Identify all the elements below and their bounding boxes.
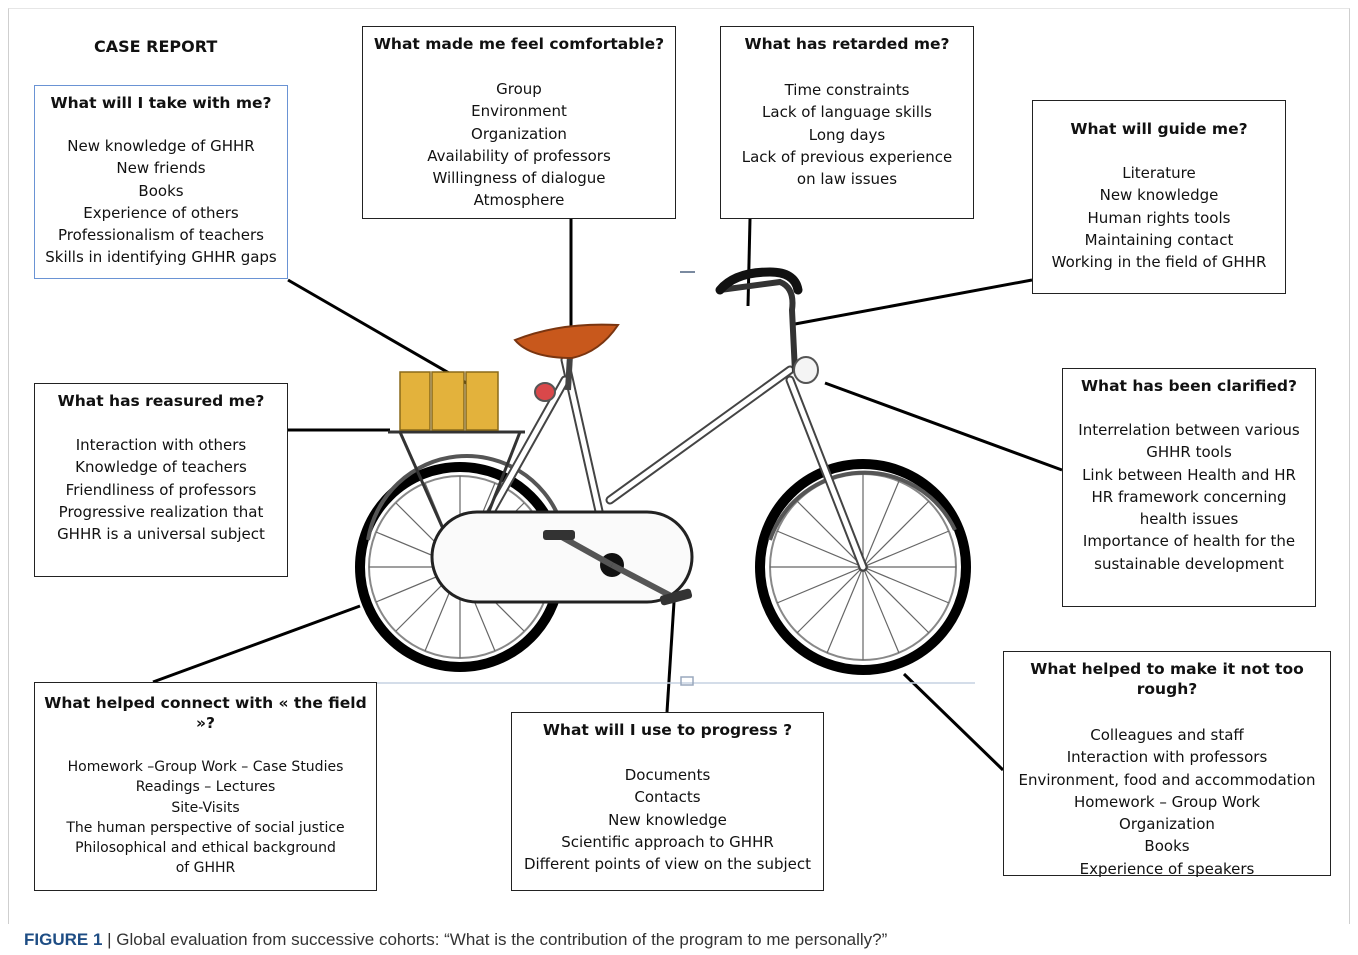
list-item: Books [1144, 837, 1190, 856]
list-item: Colleagues and staff [1090, 726, 1244, 744]
list-item: Readings – Lectures [135, 779, 276, 796]
list-item: Site-Visits [171, 799, 240, 816]
list-item: Long days [808, 125, 886, 144]
report-title: CASE REPORT [94, 37, 218, 56]
list-item: Literature [1122, 164, 1196, 182]
list-item: Willingness of dialogue [432, 169, 606, 188]
list-item: Lack of previous experience [741, 147, 953, 166]
box-retarded: What has retarded me? Time constraints L… [720, 26, 974, 219]
list-item: Progressive realization that [58, 502, 264, 521]
connector-rough [902, 672, 1005, 772]
crank-arm [558, 533, 614, 568]
box-heading: What has retarded me? [744, 35, 950, 53]
list-item: Knowledge of teachers [75, 458, 247, 477]
list-item: Importance of health for the [1082, 532, 1296, 551]
list-item: The human perspective of social justice [66, 819, 345, 836]
list-item: Availability of professors [427, 146, 611, 165]
list-item: Human rights tools [1087, 208, 1231, 227]
box-progress: What will I use to progress ? Documents … [511, 712, 824, 891]
list-item: health issues [1139, 510, 1239, 529]
connector-retarded [746, 218, 752, 307]
pedal-left-icon [543, 530, 575, 540]
list-item: Homework – Group Work [1073, 792, 1261, 811]
handlebar-grip [715, 267, 803, 295]
box-comfortable: What made me feel comfortable? Group Env… [362, 26, 676, 219]
connector-progress [665, 601, 676, 713]
list-item: New knowledge [608, 810, 727, 829]
box-heading: What will I take with me? [50, 94, 272, 112]
box-heading: What helped connect with « the field »? [44, 694, 367, 732]
figure-caption: FIGURE 1 | Global evaluation from succes… [24, 930, 887, 950]
pedal-right-icon [659, 588, 693, 606]
box-heading: What will I use to progress ? [542, 721, 793, 739]
box-guide: What will guide me? Literature New knowl… [1032, 100, 1286, 294]
box-rough: What helped to make it not too rough? Co… [1003, 651, 1331, 878]
list-item: Books [138, 181, 184, 200]
box-heading: What has been clarified? [1080, 377, 1298, 395]
list-item: Interrelation between various [1078, 421, 1300, 439]
list-item: Link between Health and HR [1082, 465, 1296, 484]
list-item: Interaction with others [75, 436, 247, 454]
list-item: Environment, food and accommodation [1018, 770, 1316, 789]
connector-lines [152, 218, 1063, 772]
list-item: HR framework concerning [1091, 487, 1287, 506]
list-item: Lack of language skills [762, 103, 932, 122]
list-item: Professionalism of teachers [57, 226, 264, 245]
list-item: Different points of view on the subject [523, 855, 812, 874]
box-heading: What will guide me? [1070, 120, 1248, 138]
rear-fender [366, 454, 562, 541]
list-item: Philosophical and ethical background [75, 840, 336, 857]
box-heading: What has reasured me? [57, 392, 265, 410]
connector-guide [794, 278, 1033, 326]
list-item: Contacts [634, 788, 701, 807]
box-heading: What made me feel comfortable? [373, 35, 665, 53]
list-item: Organization [471, 124, 567, 143]
saddle-icon [513, 323, 620, 360]
list-item: New knowledge [1099, 186, 1219, 205]
list-item: of GHHR [175, 860, 236, 877]
chain-guard [430, 510, 694, 604]
list-item: Skills in identifying GHHR gaps [45, 248, 277, 267]
list-item: GHHR tools [1146, 443, 1232, 462]
list-item: Environment [471, 102, 567, 121]
connector-connect [152, 604, 361, 684]
mark-bottom [680, 676, 694, 686]
list-item: Experience of speakers [1079, 859, 1255, 878]
list-item: Friendliness of professors [65, 480, 257, 499]
list-item: GHHR is a universal subject [57, 525, 265, 544]
list-item: Experience of others [83, 203, 239, 222]
headlight-icon [793, 356, 819, 384]
list-item: Atmosphere [473, 191, 565, 210]
list-item: Scientific approach to GHHR [561, 832, 774, 851]
connector-clarified [824, 381, 1063, 472]
front-fender [768, 470, 957, 541]
handlebar-stem [719, 278, 798, 373]
list-item: Group [496, 80, 542, 98]
list-item: Organization [1119, 815, 1215, 834]
books-icon [399, 371, 499, 431]
box-clarified: What has been clarified? Interrelation b… [1062, 368, 1316, 607]
connector-take-with-me [287, 278, 469, 386]
box-take-with-me: What will I take with me? New knowledge … [34, 85, 288, 279]
figure-label: FIGURE 1 [24, 930, 103, 949]
caption-text: | Global evaluation from successive coho… [102, 930, 888, 949]
box-heading: What helped to make it not too rough? [1030, 660, 1304, 698]
list-item: sustainable development [1094, 554, 1284, 573]
list-item: Documents [624, 766, 711, 784]
list-item: New knowledge of GHHR [67, 137, 255, 155]
rear-light-icon [534, 382, 556, 402]
list-item: New friends [116, 159, 206, 178]
figure-frame [8, 8, 1350, 924]
seat-post [565, 354, 573, 391]
list-item: on law issues [796, 170, 898, 189]
list-item: Time constraints [784, 81, 910, 99]
box-connect: What helped connect with « the field »? … [34, 682, 377, 891]
list-item: Interaction with professors [1066, 748, 1268, 767]
list-item: Maintaining contact [1084, 230, 1234, 249]
box-reasured: What has reasured me? Interaction with o… [34, 383, 288, 577]
list-item: Working in the field of GHHR [1051, 253, 1267, 272]
list-item: Homework –Group Work – Case Studies [67, 759, 344, 775]
